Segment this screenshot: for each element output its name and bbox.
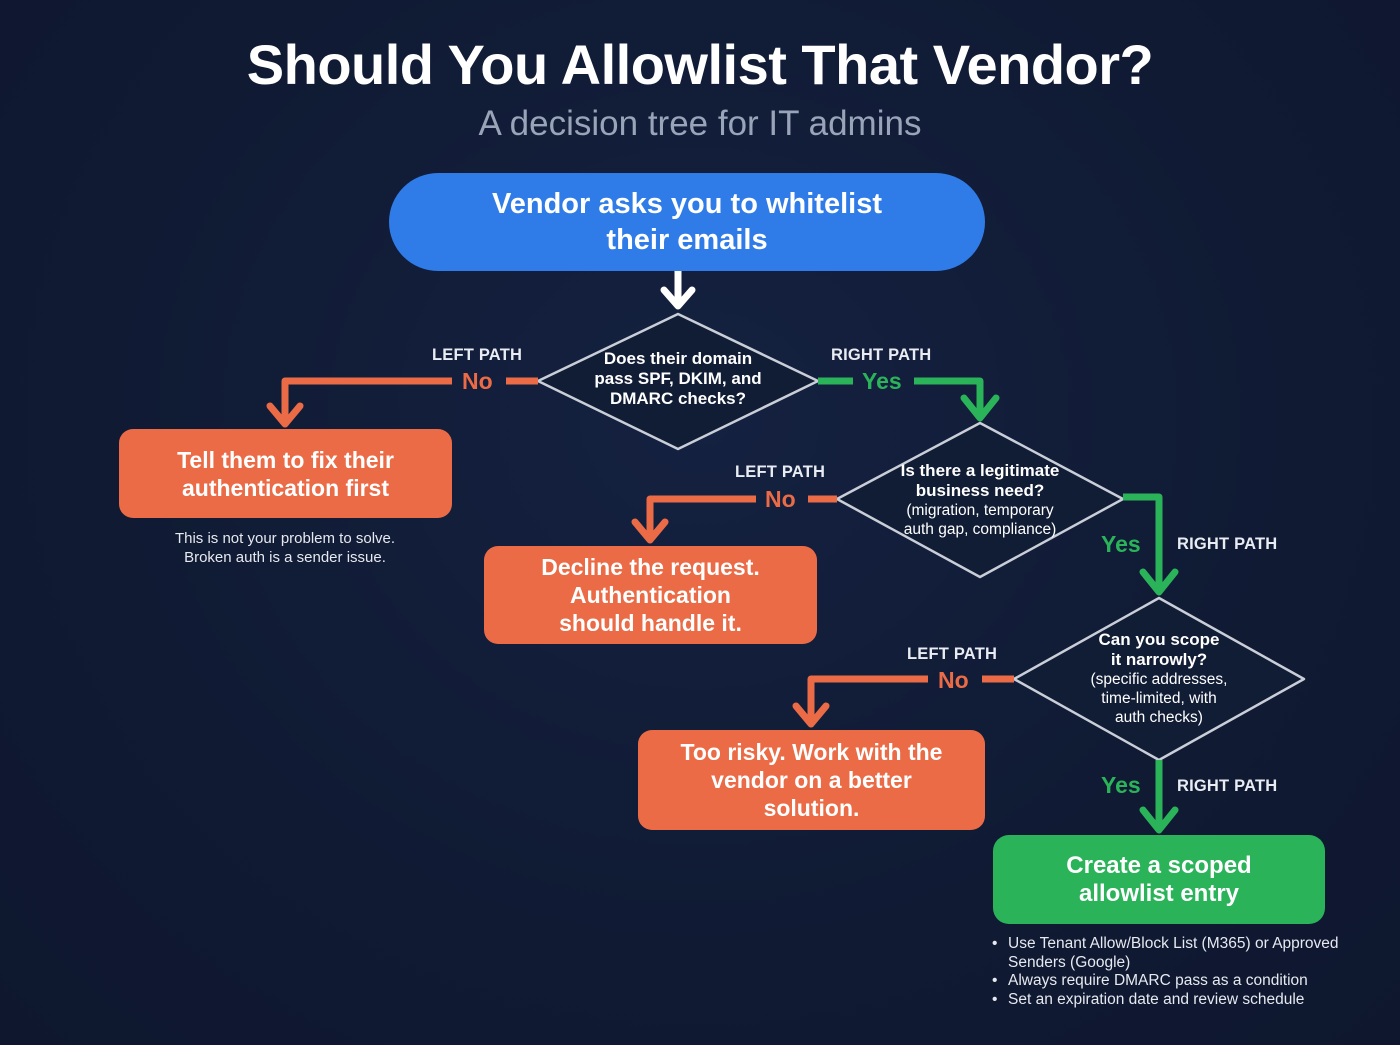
start-node-line2: their emails [606,224,768,256]
final-node: Create a scoped allowlist entry [993,835,1325,924]
decision1-no-label: No [462,368,493,394]
start-node-line1: Vendor asks you to whitelist [492,188,882,220]
page-subtitle: A decision tree for IT admins [478,104,922,143]
outcome2-node: Decline the request. Authentication shou… [484,546,817,644]
no-arrow-2-icon [631,495,837,544]
decision1-right-path-label: RIGHT PATH [831,346,932,364]
no-arrow-1-icon [266,377,538,428]
yes-arrow-2-icon [1123,493,1179,596]
start-arrow-icon [660,267,696,310]
outcome1-node: Tell them to fix their authentication fi… [119,429,452,518]
no-arrow-3-icon [792,675,1014,728]
outcome3-node: Too risky. Work with the vendor on a bet… [638,730,985,830]
decision1-left-path-label: LEFT PATH [432,346,523,364]
yes-arrow-1-icon [818,377,1000,422]
list-item: Use Tenant Allow/Block List (M365) or Ap… [990,935,1350,972]
decision3-right-path-label: RIGHT PATH [1177,777,1278,795]
decision1-yes-label: Yes [862,368,902,394]
decision3-yes-label: Yes [1101,772,1141,798]
page-title: Should You Allowlist That Vendor? [246,33,1154,96]
start-node: Vendor asks you to whitelist their email… [389,173,985,271]
decision2-yes-label: Yes [1101,531,1141,557]
list-item: Set an expiration date and review schedu… [990,991,1350,1010]
outcome1-note: This is not your problem to solve. Broke… [174,530,396,566]
decision2-no-label: No [765,486,796,512]
decision2-left-path-label: LEFT PATH [735,463,826,481]
list-item: Always require DMARC pass as a condition [990,972,1350,991]
yes-arrow-3-icon [1139,760,1179,834]
decision1-text: Does their domain pass SPF, DKIM, and DM… [594,349,762,408]
decision2-diamond [835,421,1125,579]
final-bullet-list: Use Tenant Allow/Block List (M365) or Ap… [990,935,1350,1009]
decision1-diamond [536,312,820,451]
decision3-text: Can you scope it narrowly? (specific add… [1090,630,1228,726]
decision2-text: Is there a legitimate business need? (mi… [900,461,1060,538]
decision3-no-label: No [938,667,969,693]
decision3-left-path-label: LEFT PATH [907,645,998,663]
decision2-right-path-label: RIGHT PATH [1177,535,1278,553]
